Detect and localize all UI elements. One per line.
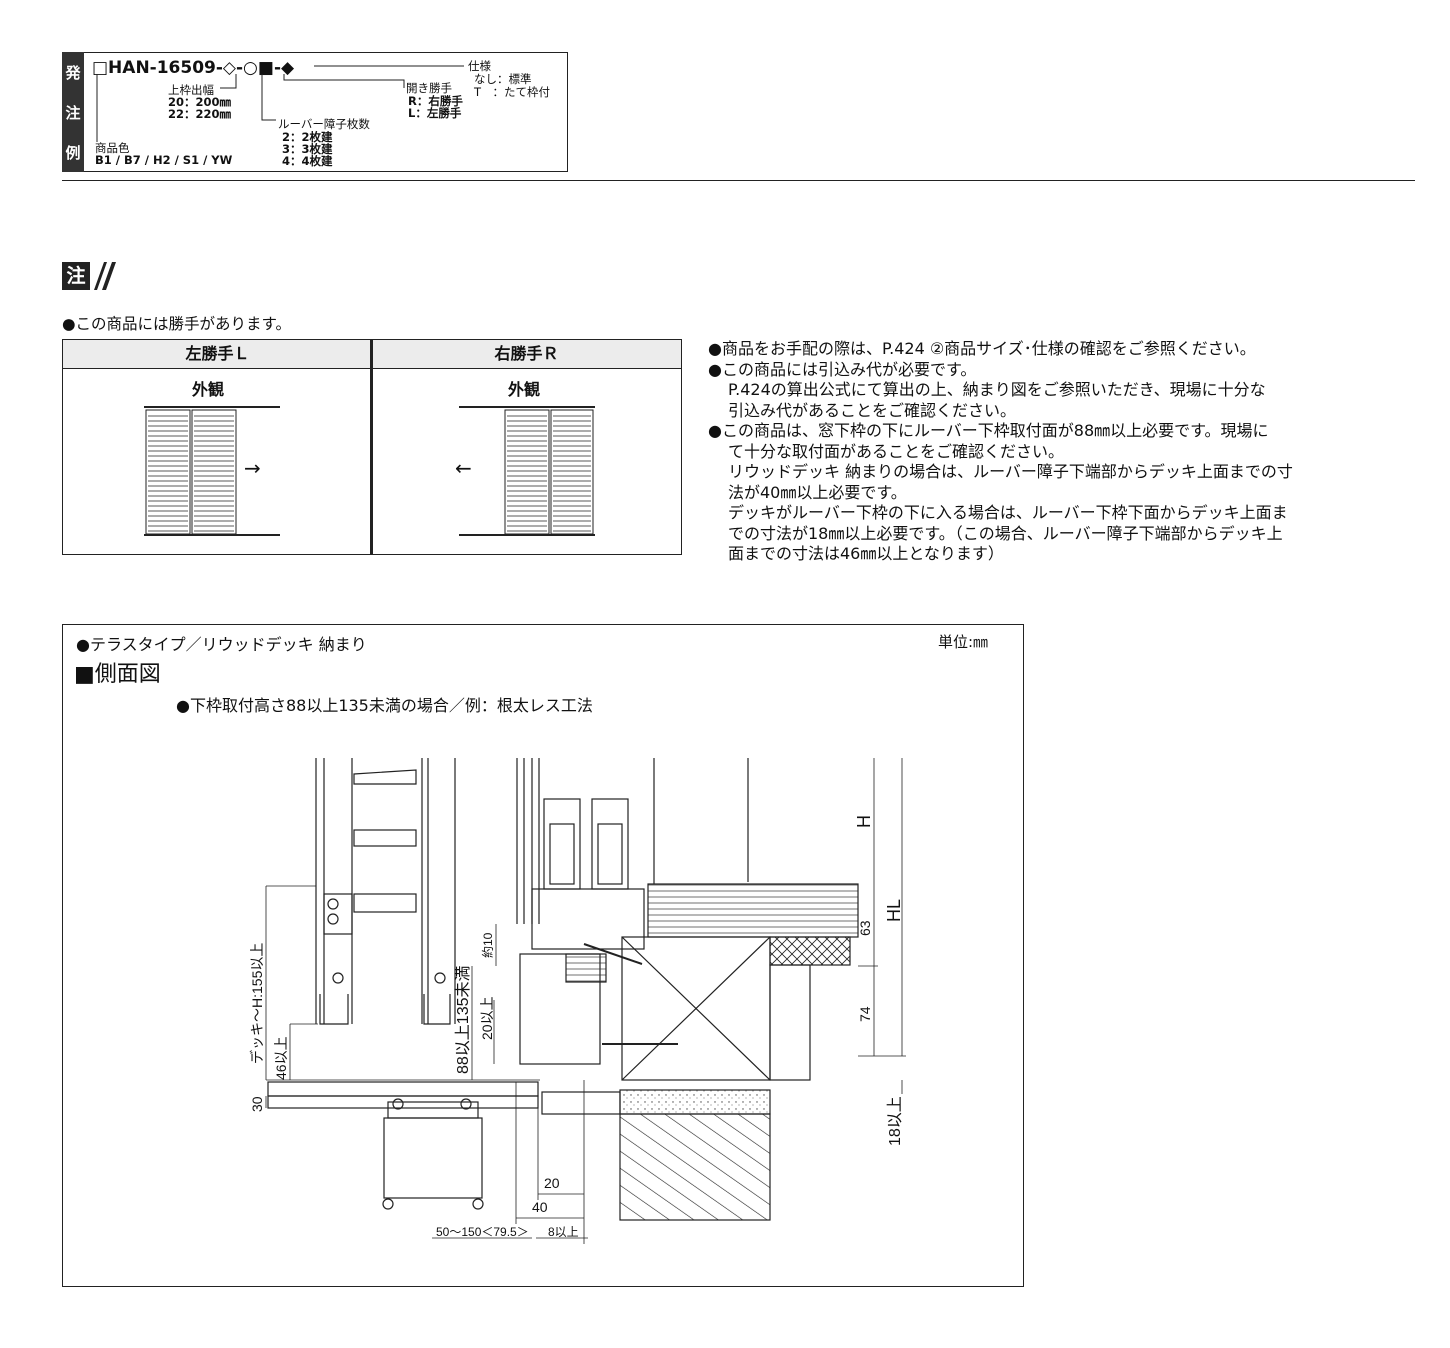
right-hand-illustration <box>459 406 595 536</box>
dim-40: 40 <box>532 1199 548 1215</box>
side-view-heading: ■側面図 <box>74 662 161 687</box>
order-example-tab: 発 注 例 <box>62 52 84 172</box>
louver-title: ルーバー障子枚数 <box>278 117 370 131</box>
dim-46: 46以上 <box>273 1036 289 1080</box>
spec-opt: なし：標準 <box>474 72 532 86</box>
dim-HL: HL <box>884 899 904 922</box>
spec-opt: T ：たて枠付 <box>474 85 551 99</box>
hand-title: 開き勝手 <box>406 81 452 95</box>
note-line: P.424の算出公式にて算出の上、納まり図をご参照いただき、現場に十分な <box>728 380 1266 399</box>
spec-title: 仕様 <box>468 59 491 73</box>
louver-opt: 2：2枚建 <box>282 130 333 144</box>
left-arrow-icon: → <box>244 456 261 480</box>
left-hand-illustration <box>144 406 280 536</box>
dim-50-150: 50〜150＜79.5＞ <box>436 1225 529 1239</box>
note-line: デッキがルーバー下枠の下に入る場合は、ルーバー下枠下面からデッキ上面ま <box>728 503 1288 522</box>
louver-opt: 3：3枚建 <box>282 142 333 156</box>
note-badge: 注 <box>62 262 90 290</box>
color-title: 商品色 <box>95 141 130 155</box>
section-divider <box>62 180 1415 181</box>
order-leader-lines <box>96 65 464 142</box>
note-line: での寸法が18㎜以上必要です。（この場合、ルーバー障子下端部からデッキ上 <box>728 523 1283 543</box>
dim-74: 74 <box>857 1006 873 1022</box>
slash-icon <box>94 262 116 290</box>
dim-8: 8以上 <box>548 1225 579 1239</box>
tab-char: 注 <box>65 103 81 122</box>
hand-opt: L：左勝手 <box>408 106 462 120</box>
right-appearance-label: 外観 <box>508 380 541 399</box>
hand-intro: ●この商品には勝手があります。 <box>62 315 291 333</box>
dim-18: 18以上 <box>886 1096 904 1146</box>
note-line: 引込み代があることをご確認ください。 <box>728 400 1017 420</box>
unit-label: 単位:㎜ <box>938 633 989 651</box>
hand-table-divider <box>370 339 373 555</box>
color-options: B1 / B7 / H2 / S1 / YW <box>95 153 233 167</box>
frame-width-opt: 22：220㎜ <box>168 107 232 121</box>
note-line: ●この商品には引込み代が必要です。 <box>708 359 977 379</box>
left-hand-header: 左勝手Ｌ <box>185 344 250 363</box>
section-subtitle: ●下枠取付高さ88以上135未満の場合／例：根太レス工法 <box>176 696 593 715</box>
note-line: リウッドデッキ 納まりの場合は、ルーバー障子下端部からデッキ上面までの寸 <box>728 462 1293 481</box>
dim-20-vertical: 20以上 <box>479 996 495 1040</box>
note-line: ●商品をお手配の際は、P.424 ②商品サイズ･仕様の確認をご参照ください。 <box>708 339 1256 358</box>
note-line: ●この商品は、窓下枠の下にルーバー下枠取付面が88㎜以上必要です。現場に <box>708 421 1269 440</box>
frame-width-title: 上枠出幅 <box>168 83 214 97</box>
product-code: □HAN-16509-◇-○■-◆ <box>92 58 295 78</box>
note-line: て十分な取付面があることをご確認ください。 <box>728 441 1065 461</box>
right-arrow-icon: ← <box>455 456 472 480</box>
dim-10: 約10 <box>480 932 495 958</box>
notes-list: ●商品をお手配の際は、P.424 ②商品サイズ･仕様の確認をご参照ください。 ●… <box>708 339 1398 565</box>
section-drawing-box <box>62 624 1024 1287</box>
side-view-drawing: デッキ〜H:155以上 46以上 30 88以上135未満 約10 20以上 H… <box>249 758 906 1244</box>
hand-opt: R：右勝手 <box>408 94 463 108</box>
dim-30: 30 <box>249 1096 265 1112</box>
dim-H: H <box>854 815 874 828</box>
note-line: 面までの寸法は46㎜以上となります） <box>728 544 1004 563</box>
frame-width-opt: 20：200㎜ <box>168 95 232 109</box>
dim-88-135: 88以上135未満 <box>454 966 472 1075</box>
section-title: ●テラスタイプ／リウッドデッキ 納まり <box>76 635 367 654</box>
louver-opt: 4：4枚建 <box>282 154 333 168</box>
note-line: 法が40㎜以上必要です。 <box>728 482 907 502</box>
right-hand-header: 右勝手Ｒ <box>494 344 559 363</box>
dim-63: 63 <box>857 920 873 936</box>
dim-20: 20 <box>544 1175 560 1191</box>
tab-char: 例 <box>65 143 81 162</box>
left-appearance-label: 外観 <box>192 380 225 399</box>
tab-char: 発 <box>65 63 81 82</box>
dim-deck-height: デッキ〜H:155以上 <box>249 943 265 1064</box>
